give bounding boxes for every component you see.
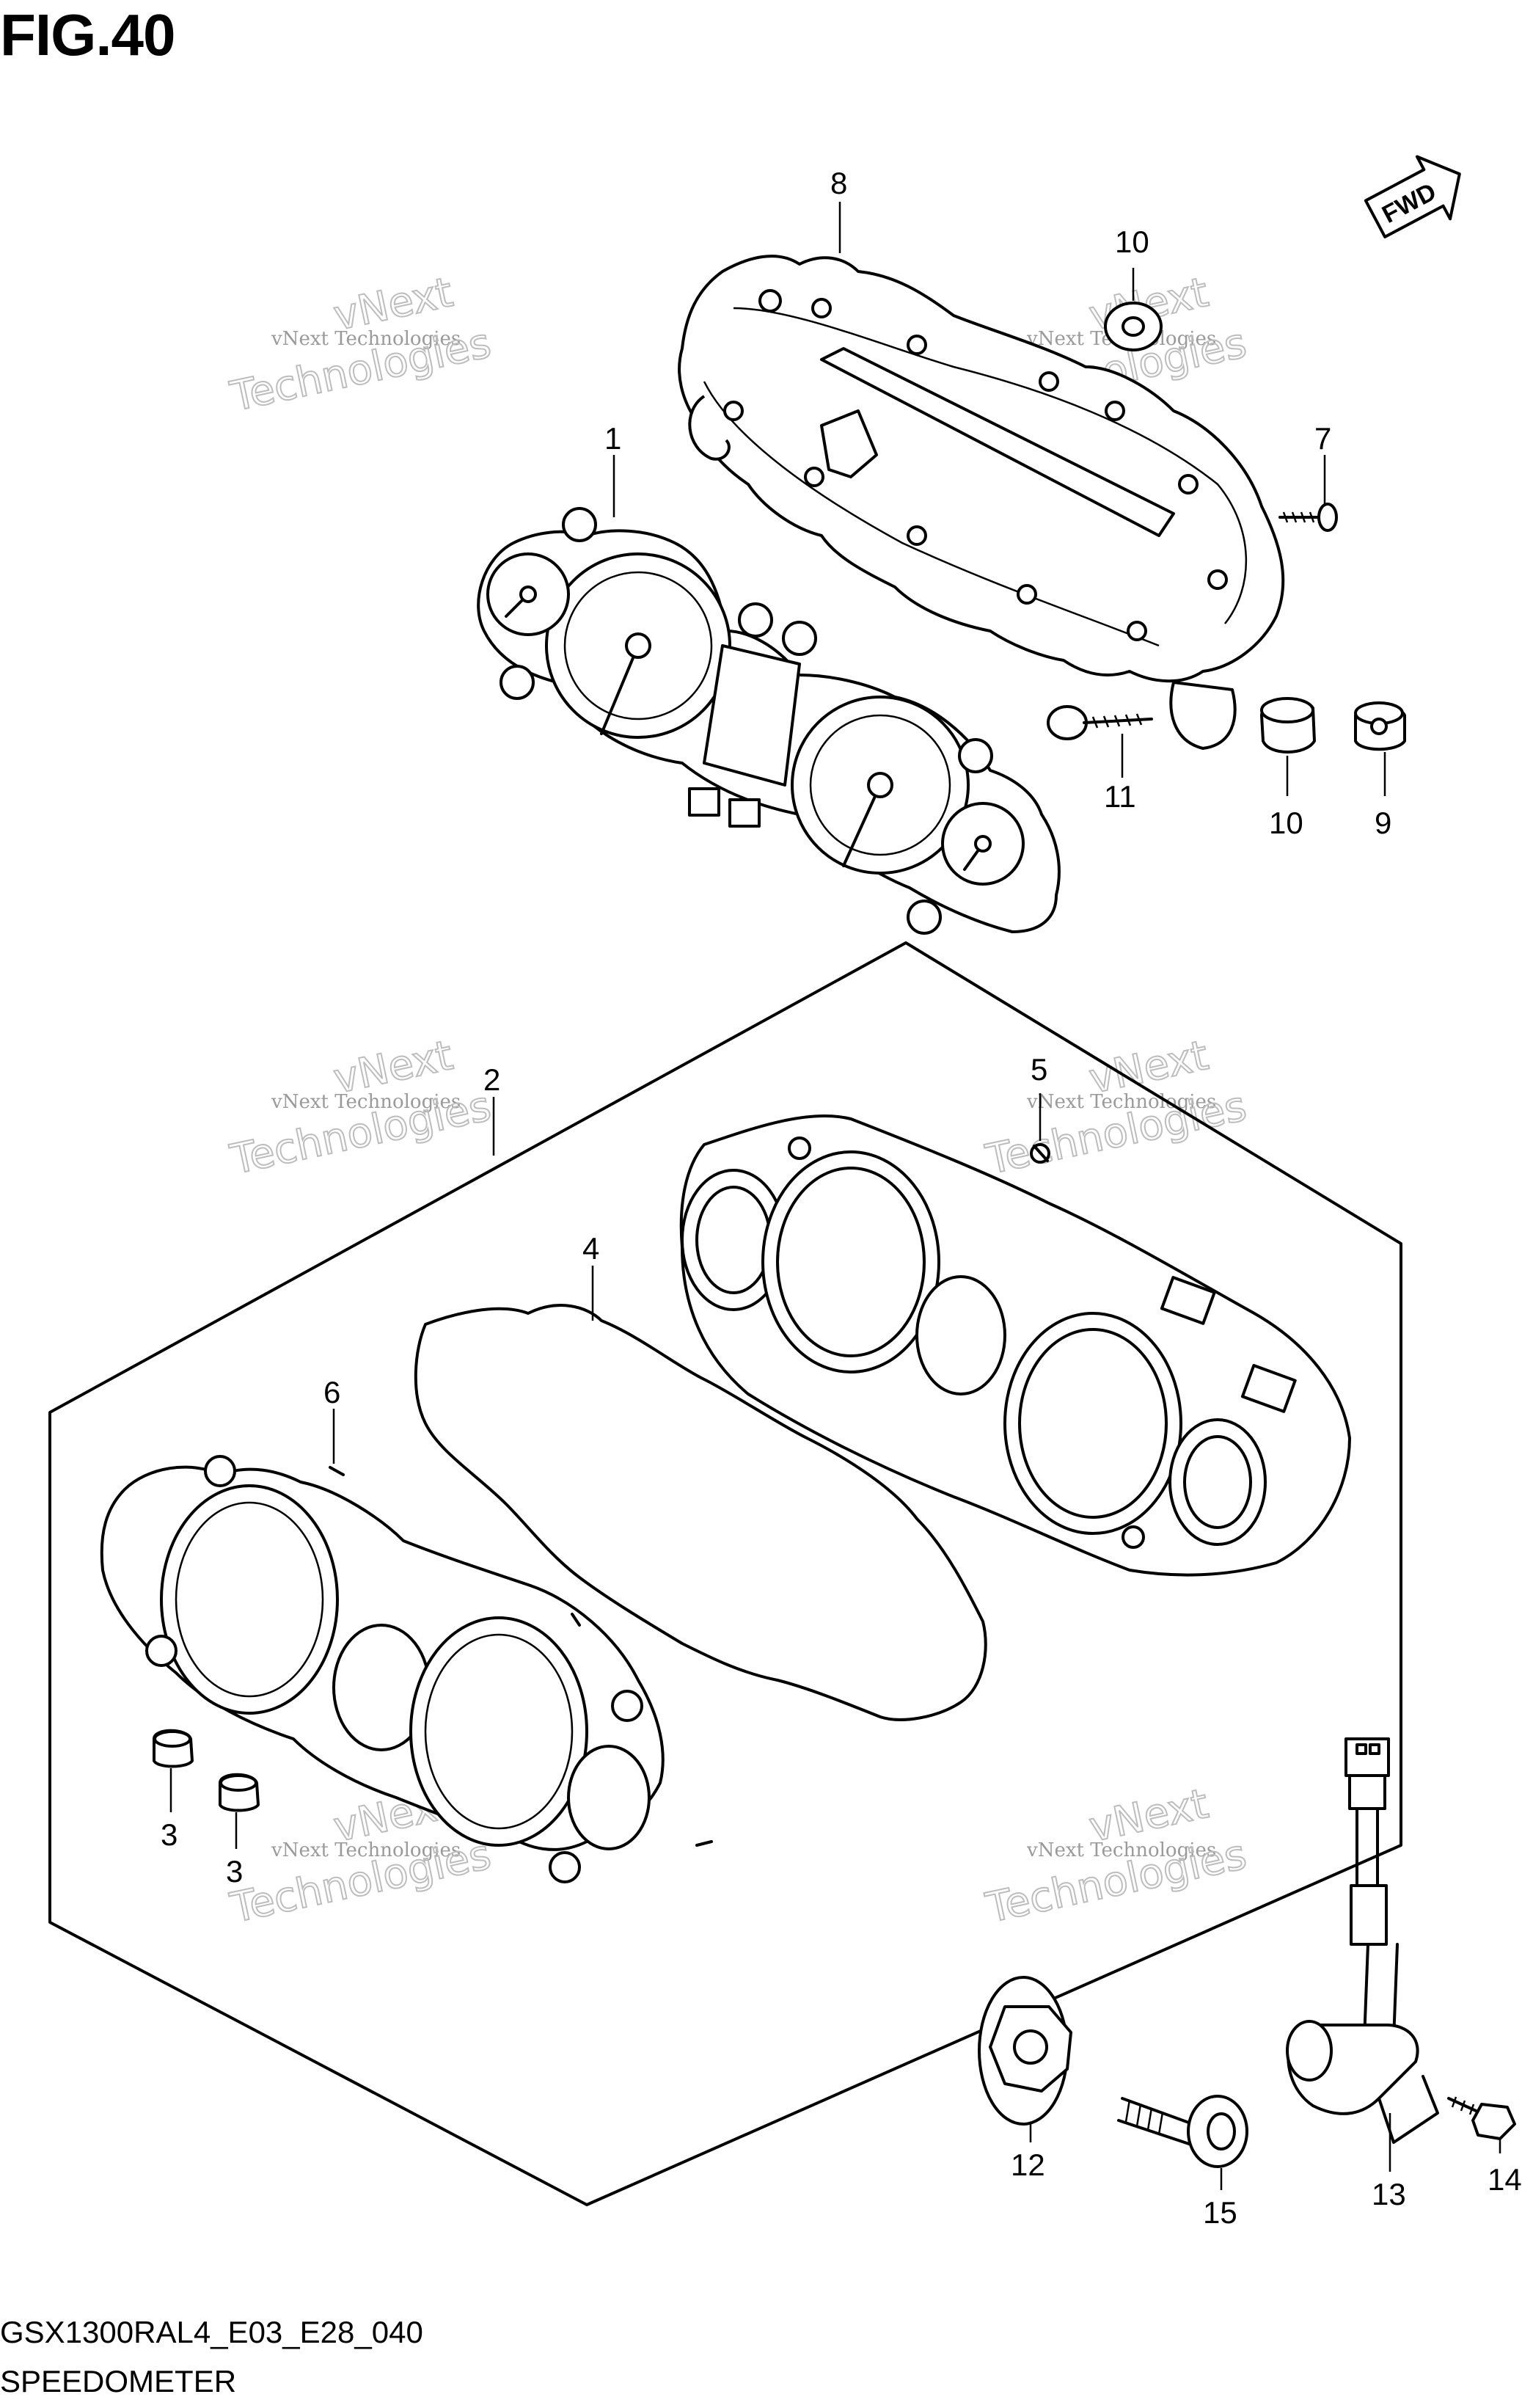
leader-lines (169, 202, 1501, 2190)
figure-title: FIG.40 (0, 2, 176, 68)
callout-13: 13 (1372, 2177, 1406, 2211)
watermark-text: vNext Technologies (271, 328, 461, 350)
callout-15: 15 (1203, 2195, 1237, 2230)
callout-8: 8 (830, 166, 847, 200)
speedometer-dial (791, 696, 970, 875)
watermark-text: vNext Technologies (271, 1839, 461, 1861)
fwd-arrow-icon: FWD (1364, 155, 1461, 238)
figure-code: GSX1300RAL4_E03_E28_040 (0, 2315, 423, 2349)
callout-1: 1 (604, 421, 621, 456)
lcd-display (703, 644, 801, 787)
part-1-combination-meter-assembly (477, 507, 1061, 935)
callout-11: 11 (1104, 779, 1136, 814)
screw-boss-group (723, 289, 1228, 641)
part-10-grommet-upper (1104, 302, 1163, 351)
part-2-meter-front-cover (679, 1114, 1351, 1577)
callout-14: 14 (1488, 2162, 1522, 2197)
callout-10: 10 (1115, 225, 1149, 259)
fuel-gauge-dial (486, 552, 570, 636)
callout-3: 3 (161, 1817, 178, 1852)
part-4-gasket (414, 1304, 987, 1721)
part-9-cushion (1354, 701, 1406, 751)
part-13-speed-sensor (1286, 1737, 1439, 2144)
assembly-boundary (48, 941, 1402, 2206)
part-3-cushion-right (219, 1773, 260, 1812)
callout-12: 12 (1011, 2148, 1045, 2182)
part-11-screw (1047, 705, 1153, 740)
figure-name: SPEEDOMETER (0, 2364, 237, 2398)
part-14-bolt (1447, 2096, 1516, 2140)
part-15-bolt (1117, 2095, 1248, 2168)
callout-4: 4 (582, 1231, 599, 1266)
part-3-cushion-left (153, 1729, 194, 1768)
watermark-text: vNext Technologies (271, 1091, 461, 1113)
part-10-grommet-lower (1260, 697, 1316, 754)
callout-10: 10 (1269, 806, 1303, 840)
part-5-screw (1030, 1143, 1050, 1164)
callout-3: 3 (226, 1854, 243, 1889)
callout-numbers: 8 10 7 1 11 10 9 2 5 4 6 3 3 12 15 13 14 (161, 166, 1522, 2230)
callout-6: 6 (323, 1375, 340, 1409)
temperature-gauge-dial (941, 802, 1025, 886)
part-7-screw (1278, 503, 1338, 532)
part-8-meter-rear-case (678, 255, 1285, 750)
part-12-sensor-rotor (978, 1976, 1072, 2126)
part-6-dial-plate (100, 1455, 713, 1883)
callout-9: 9 (1375, 806, 1391, 840)
tachometer-dial (545, 552, 731, 739)
callout-5: 5 (1031, 1052, 1047, 1087)
watermark-text: vNext Technologies (1026, 1839, 1216, 1861)
callout-2: 2 (483, 1062, 500, 1097)
callout-7: 7 (1314, 421, 1331, 456)
watermark-text: vNext Technologies (1026, 1091, 1216, 1113)
